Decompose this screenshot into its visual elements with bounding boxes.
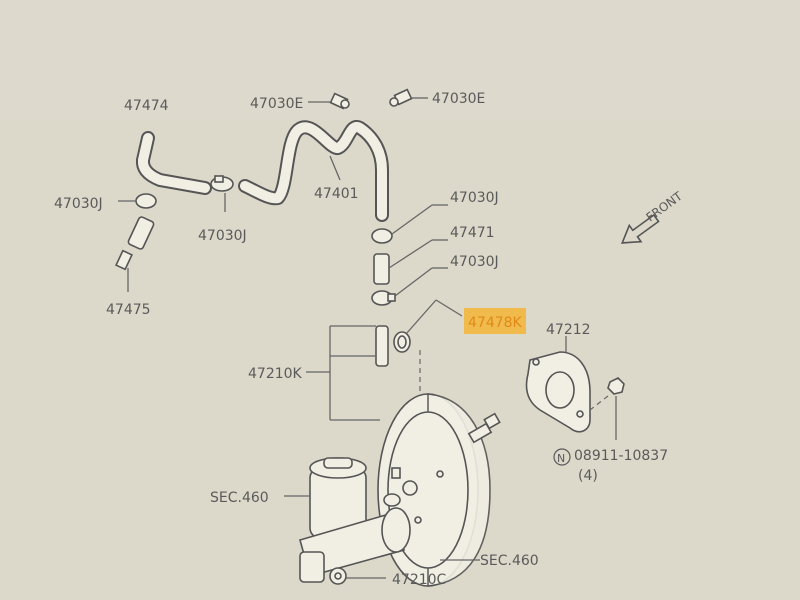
label-nut-quantity: (4) [578,468,598,484]
gasket-47212 [525,336,591,433]
clamp-47030j-left [118,193,157,209]
valve-47030e-left [308,92,350,110]
label-47401: 47401 [314,186,359,202]
label-47030e-left: 47030E [250,96,303,112]
label-47030j-mid: 47030J [198,228,247,244]
nut-marker-circle [553,448,571,466]
label-47212: 47212 [546,322,591,338]
label-47030e-right: 47030E [432,91,485,107]
clamp-47030j-right-lower [371,267,448,306]
fitting-47210c [329,559,480,585]
label-47030j-right-upper: 47030J [450,190,499,206]
label-47030j-right-lower: 47030J [450,254,499,270]
nut-08911-10837 [589,377,625,440]
master-cylinder [284,457,411,583]
front-arrow [620,213,660,244]
label-47478k: 47478K [468,315,523,331]
part-highlight [464,308,526,334]
label-47471: 47471 [450,225,495,241]
label-47474: 47474 [124,98,169,114]
valve-47030e-right [389,88,428,107]
pipe-47401 [238,119,389,222]
label-08911-10837: 08911-10837 [574,448,668,464]
connector-47475 [115,216,155,292]
label-47210k: 47210K [248,366,303,382]
label-47030j-left: 47030J [54,196,103,212]
label-47475: 47475 [106,302,151,318]
label-sec460-left: SEC.460 [210,490,269,506]
hose-47471 [373,239,448,285]
nut-marker-letter: N [557,452,565,465]
check-valve-47478k [375,299,463,367]
label-sec460-right: SEC.460 [480,553,539,569]
hose-47474 [135,131,212,195]
clamp-47030j-right-upper [371,204,448,244]
clamp-47030j-mid [210,175,234,212]
label-47210c: 47210C [392,572,447,588]
